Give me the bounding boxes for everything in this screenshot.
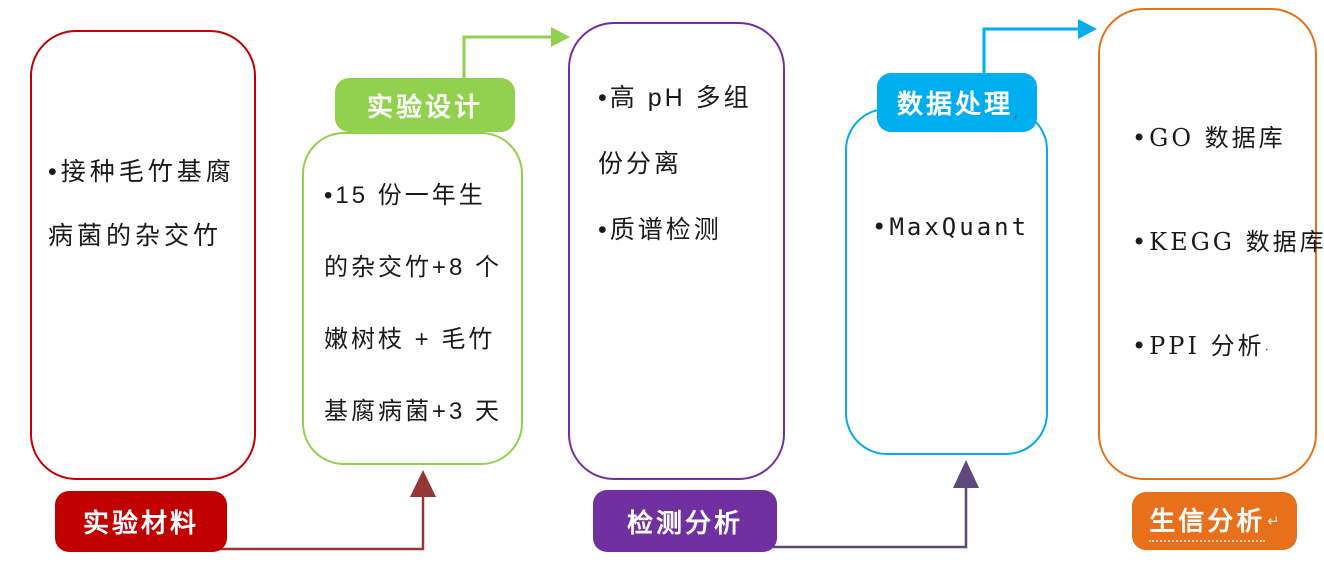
bullet-line: •KEGG 数据库 <box>1132 228 1324 256</box>
arrow-processing-to-bioinformatics-arrowhead <box>1078 19 1097 39</box>
stage-tag-label: 数据处理 <box>897 89 1014 119</box>
bullet-line: •接种毛竹基腐 <box>48 158 235 186</box>
bullet-line: •MaxQuant <box>872 213 1030 241</box>
arrow-design-to-detection-line <box>462 35 554 80</box>
stage-tag-experimental-design: 实验设计 <box>335 78 515 132</box>
bullet-line: 嫩树枝 + 毛竹 <box>324 326 496 353</box>
panel-experimental-design: •15 份一年生 的杂交竹+8 个 嫩树枝 + 毛竹 基腐病菌+3 天 <box>302 132 523 465</box>
panel-experimental-materials: •接种毛竹基腐 病菌的杂交竹 <box>30 30 256 480</box>
panel-detection-analysis-content: •高 pH 多组 份分离 •质谱检测 <box>598 65 752 263</box>
arrow-processing-to-bioinformatics <box>982 19 1097 75</box>
bullet-line: 份分离 <box>598 150 683 178</box>
stage-tag-experimental-materials: 实验材料 <box>55 491 227 552</box>
arrow-materials-to-design-arrowhead <box>410 470 436 497</box>
bullet-line: •PPI 分析· <box>1132 332 1269 360</box>
bullet-line: 的杂交竹+8 个 <box>324 254 503 281</box>
arrow-detection-to-processing-arrowhead <box>953 460 979 488</box>
return-mark: ↵ <box>1267 513 1280 530</box>
bullet-line: •高 pH 多组 <box>598 84 752 112</box>
panel-experimental-design-content: •15 份一年生 的杂交竹+8 个 嫩树枝 + 毛竹 基腐病菌+3 天 <box>324 160 502 448</box>
stage-tag-data-processing: 数据处理‚ <box>877 73 1037 132</box>
stage-tag-label: 生信分析 <box>1149 501 1266 542</box>
arrow-design-to-detection <box>462 27 570 80</box>
stage-tag-label: 实验材料 <box>82 508 199 538</box>
panel-detection-analysis: •高 pH 多组 份分离 •质谱检测 <box>568 22 785 480</box>
bullet-line: 基腐病菌+3 天 <box>324 398 503 425</box>
panel-data-processing: •MaxQuant <box>845 108 1048 455</box>
stage-tag-detection-analysis: 检测分析 <box>593 490 777 552</box>
stage-tag-bioinformatics-analysis: 生信分析↵ <box>1132 492 1297 550</box>
bullet-line: 病菌的杂交竹 <box>48 222 223 250</box>
stage-tag-label: 检测分析 <box>626 507 743 538</box>
panel-bioinformatics-analysis: •GO 数据库 •KEGG 数据库 •PPI 分析· <box>1098 8 1324 480</box>
arrow-design-to-detection-arrowhead <box>551 27 570 47</box>
panel-experimental-materials-content: •接种毛竹基腐 病菌的杂交竹 <box>48 140 235 268</box>
stage-tag-label: 实验设计 <box>366 91 483 122</box>
comment-mark: ‚ <box>1014 105 1017 120</box>
bullet-line: •质谱检测 <box>598 216 722 244</box>
arrow-processing-to-bioinformatics-line <box>982 27 1081 75</box>
paragraph-mark: · <box>1264 343 1269 358</box>
bullet-line: •GO 数据库 <box>1132 124 1286 152</box>
panel-data-processing-content: •MaxQuant <box>872 194 1029 260</box>
panel-bioinformatics-analysis-content: •GO 数据库 •KEGG 数据库 •PPI 分析· <box>1132 86 1324 403</box>
bullet-line: •15 份一年生 <box>324 182 486 209</box>
